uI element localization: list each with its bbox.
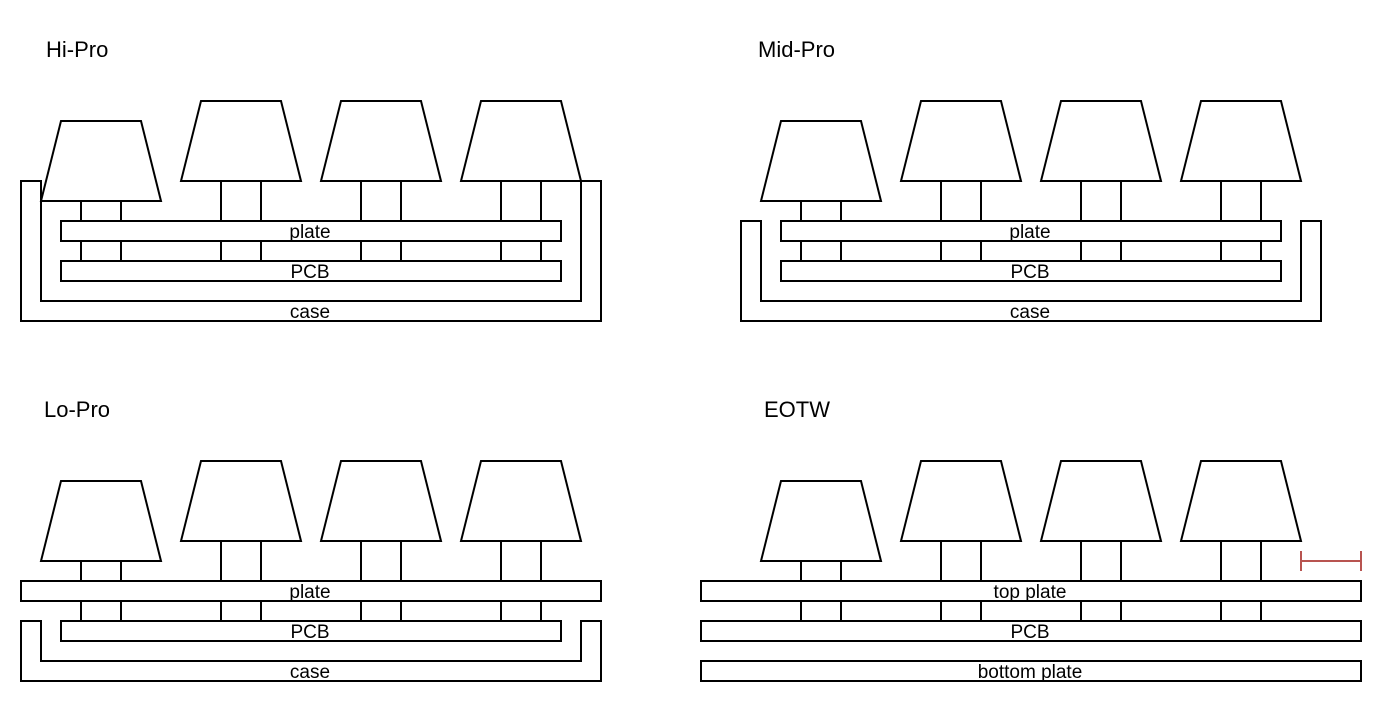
keycaps [759, 100, 1303, 202]
panel-hi-pro: Hi-Pro plate PCB case [20, 37, 602, 323]
case-label: case [290, 662, 330, 683]
pcb-label: PCB [1010, 262, 1049, 283]
case [740, 220, 1322, 322]
panel-mid-pro: Mid-Pro plate PCB case [740, 37, 1322, 323]
pcb-label: PCB [290, 622, 329, 643]
case-label: case [290, 302, 330, 323]
top-plate [700, 580, 1362, 602]
keycap [459, 460, 583, 542]
panel-eotw: EOTW top plate PCB bottom plate [700, 397, 1362, 683]
keycap-pressed [39, 120, 163, 202]
keycap-pressed [39, 480, 163, 562]
pcb-label: PCB [1010, 622, 1049, 643]
keycap [1179, 460, 1303, 542]
panel-title: Hi-Pro [46, 37, 108, 62]
keycap [459, 100, 583, 182]
top-plate-label: top plate [994, 582, 1067, 603]
keycap [319, 100, 443, 182]
pcb [60, 620, 562, 642]
keycaps [39, 100, 583, 202]
pcb [60, 260, 562, 282]
panel-title: EOTW [764, 397, 830, 422]
keycap [1039, 460, 1163, 542]
bottom-plate [700, 660, 1362, 682]
plate-label: plate [289, 222, 330, 243]
keycaps [759, 460, 1303, 562]
pcb [700, 620, 1362, 642]
keycap [1179, 100, 1303, 182]
keycap [319, 460, 443, 542]
switch-stems [800, 180, 1262, 262]
keycaps [39, 460, 583, 562]
pcb-label: PCB [290, 262, 329, 283]
dimension-marker [1300, 551, 1362, 571]
panel-lo-pro: Lo-Pro plate PCB case [20, 397, 602, 683]
plate [60, 220, 562, 242]
keycap [899, 460, 1023, 542]
keycap [1039, 100, 1163, 182]
switch-stems [80, 180, 542, 262]
panel-title: Mid-Pro [758, 37, 835, 62]
bottom-plate-label: bottom plate [978, 662, 1083, 683]
plate [20, 580, 602, 602]
panel-title: Lo-Pro [44, 397, 110, 422]
switch-stems [800, 540, 1262, 622]
plate [780, 220, 1282, 242]
case [20, 620, 602, 682]
keycap [179, 100, 303, 182]
case-label: case [1010, 302, 1050, 323]
pcb [780, 260, 1282, 282]
keycap-pressed [759, 120, 883, 202]
plate-label: plate [289, 582, 330, 603]
keycap [899, 100, 1023, 182]
keycap-pressed [759, 480, 883, 562]
keycap [179, 460, 303, 542]
plate-label: plate [1009, 222, 1050, 243]
